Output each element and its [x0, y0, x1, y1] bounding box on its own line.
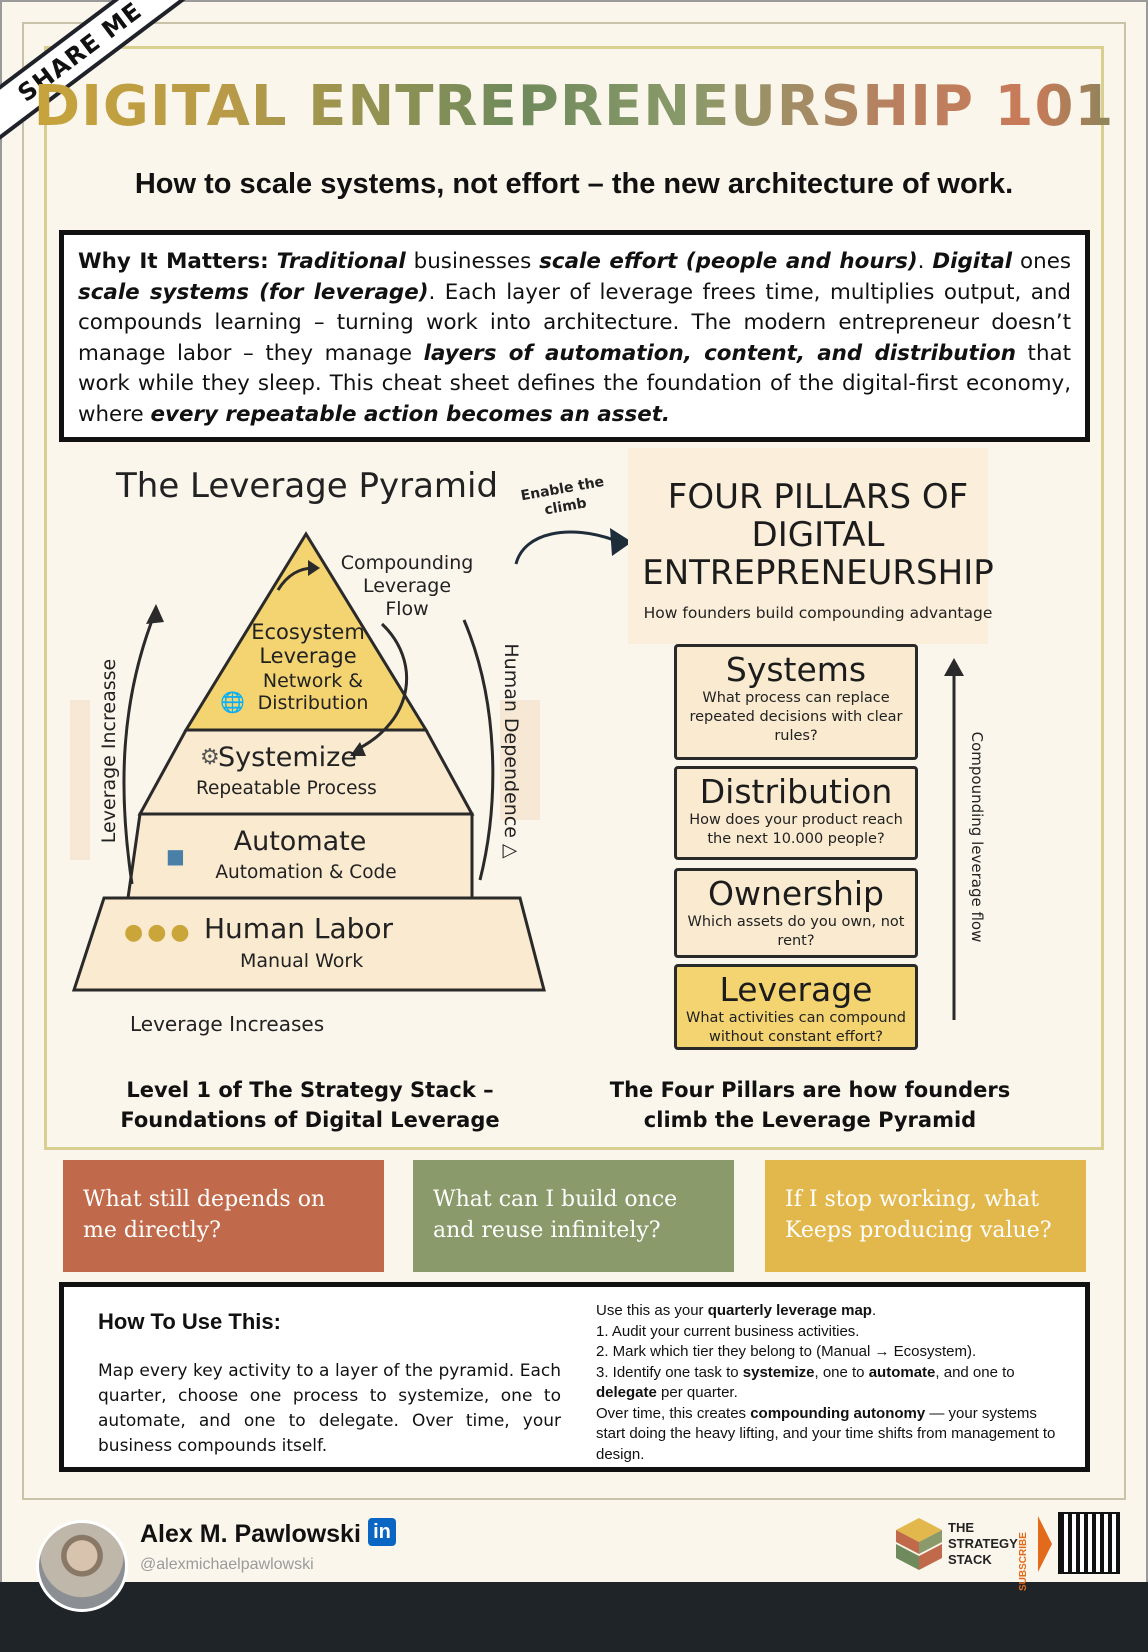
flow-arrow [355, 622, 409, 752]
pillar-title: Leverage [719, 970, 873, 1009]
caption-line: Level 1 of The Strategy Stack – [126, 1078, 494, 1102]
page-title: DIGITAL ENTREPRENEURSHIP 101 [0, 74, 1148, 139]
how-step-1: 1. Audit your current business activitie… [596, 1322, 860, 1340]
why-text: layers of automation, content, and distr… [423, 340, 1016, 366]
question-text: What still depends on me directly? [83, 1187, 326, 1243]
caption-line: Foundations of Digital Leverage [120, 1108, 500, 1132]
subscribe-arrow-icon [1038, 1516, 1052, 1572]
right-line [462, 619, 495, 881]
author-name[interactable]: Alex M. Pawlowski [140, 1520, 361, 1548]
pyramid-heading: The Leverage Pyramid [116, 466, 499, 506]
flow-arrow-head [350, 742, 366, 756]
how-step-2: 2. Mark which tier they belong to (Manua… [596, 1343, 977, 1360]
how-outro: Over time, this creates compounding auto… [596, 1404, 1056, 1463]
how-heading: How To Use This: [98, 1309, 281, 1334]
question-build-once[interactable]: What can I build once and reuse infinite… [413, 1160, 734, 1272]
tier-systemize-title: Systemize [218, 742, 357, 773]
how-steps: Use this as your quarterly leverage map.… [596, 1301, 1058, 1465]
pillar-question: Which assets do you own, not rent? [687, 914, 905, 949]
caption-line: climb the Leverage Pyramid [643, 1108, 977, 1132]
caption-line: The Four Pillars are how founders [609, 1078, 1011, 1102]
why-text: every repeatable action becomes an asset… [150, 401, 671, 427]
question-depends-on-me[interactable]: What still depends on me directly? [63, 1160, 384, 1272]
why-text: ones [1012, 249, 1072, 274]
why-text: that work while they sleep. This cheat s… [78, 340, 1071, 427]
how-intro: Use this as your quarterly leverage map. [596, 1302, 877, 1319]
page-subtitle: How to scale systems, not effort – the n… [134, 168, 1014, 200]
question-text: What can I build once and reuse infinite… [433, 1187, 678, 1243]
tier-human-labor-title: Human Labor [204, 912, 394, 945]
pillar-distribution[interactable]: Distribution How does your product reach… [674, 766, 918, 860]
why-text: Traditional [276, 249, 406, 274]
tier-human-labor [71, 896, 546, 992]
pillar-title: Systems [725, 650, 867, 689]
people-icon: ●●● [124, 920, 194, 945]
pillar-systems[interactable]: Systems What process can replace repeate… [674, 644, 918, 760]
pyramid-caption: Level 1 of The Strategy Stack – Foundati… [80, 1075, 540, 1135]
tier-ecosystem-sub: Network & Distribution [257, 670, 369, 714]
brand-line: STACK [948, 1552, 992, 1567]
question-text: If I stop working, what Keeps producing … [785, 1187, 1052, 1243]
robot-icon: ■ [166, 844, 185, 868]
axis-bg [500, 700, 540, 820]
left-arrow-head [146, 604, 164, 624]
why-text: . Each layer of leverage frees time, mul… [78, 279, 1072, 366]
axis-bg [70, 700, 90, 860]
why-label: Why It Matters: [78, 249, 269, 274]
tier-systemize-sub: Repeatable Process [196, 778, 377, 799]
author-handle[interactable]: @alexmichaelpawlowski [140, 1556, 314, 1573]
brand-line: STRATEGY [948, 1536, 1018, 1551]
compounding-flow-label: Compounding Leverage Flow [340, 552, 474, 620]
why-text: businesses [405, 249, 540, 274]
compounding-side-label: Compounding leverage flow [968, 731, 986, 943]
brand-name[interactable]: THE STRATEGY STACK [948, 1520, 1018, 1568]
leverage-pyramid [70, 531, 546, 992]
how-step-3: 3. Identify one task to systemize, one t… [596, 1363, 1015, 1402]
how-paragraph: Map every key activity to a layer of the… [98, 1361, 561, 1456]
right-axis-label: Human Dependence △ [500, 643, 522, 859]
why-text: Digital [932, 249, 1013, 274]
linkedin-icon[interactable]: in [368, 1518, 396, 1546]
tier-human-labor-sub: Manual Work [240, 950, 364, 972]
brand-line: THE [948, 1520, 974, 1535]
question-stop-working[interactable]: If I stop working, what Keeps producing … [765, 1160, 1086, 1272]
pillar-question: What process can replace repeated decisi… [689, 690, 903, 744]
why-it-matters-box: Why It Matters: Traditional businesses s… [59, 230, 1090, 442]
qr-code-icon[interactable] [1058, 1512, 1120, 1574]
pillar-title: Ownership [708, 874, 884, 913]
compounding-up-arrow [944, 658, 964, 1020]
enable-arrow [514, 528, 632, 565]
pillars-subheading: How founders build compounding advantage [643, 604, 993, 622]
pillar-question: How does your product reach the next 10.… [689, 812, 903, 847]
why-text: scale systems (for leverage) [78, 279, 429, 305]
content-border [44, 46, 1104, 1150]
tier-automate-title: Automate [233, 826, 367, 857]
pillars-heading: FOUR PILLARS OF DIGITAL ENTREPRENEURSHIP [642, 477, 994, 593]
outer-border [22, 22, 1126, 1500]
pillars-header-bg [628, 448, 988, 644]
pillars-caption: The Four Pillars are how founders climb … [580, 1075, 1040, 1135]
author-avatar[interactable] [36, 1520, 128, 1612]
why-text: scale effort (people and hours) [539, 249, 918, 274]
pillar-leverage[interactable]: Leverage What activities can compound wi… [674, 964, 918, 1050]
bottom-axis-label: Leverage Increases [130, 1012, 325, 1036]
tier-ecosystem-title: Ecosystem Leverage [251, 620, 365, 668]
pillar-ownership[interactable]: Ownership Which assets do you own, not r… [674, 868, 918, 958]
globe-icon: 🌐 [220, 690, 245, 714]
left-axis-label: Leverage Increasse [98, 658, 120, 844]
how-to-use-box: How To Use This: Map every key activity … [59, 1282, 1090, 1472]
gear-icon: ⚙ [200, 745, 220, 770]
footer-bar [0, 1582, 1148, 1652]
strategy-stack-logo-icon [896, 1518, 942, 1570]
why-text: . [917, 249, 933, 274]
small-arrow-head [308, 560, 320, 576]
pillar-title: Distribution [699, 772, 893, 811]
left-arrow [122, 609, 158, 885]
subscribe-label[interactable]: SUBSCRIBE [1018, 1532, 1029, 1592]
tier-automate-sub: Automation & Code [215, 862, 397, 883]
pillar-question: What activities can compound without con… [686, 1010, 906, 1045]
